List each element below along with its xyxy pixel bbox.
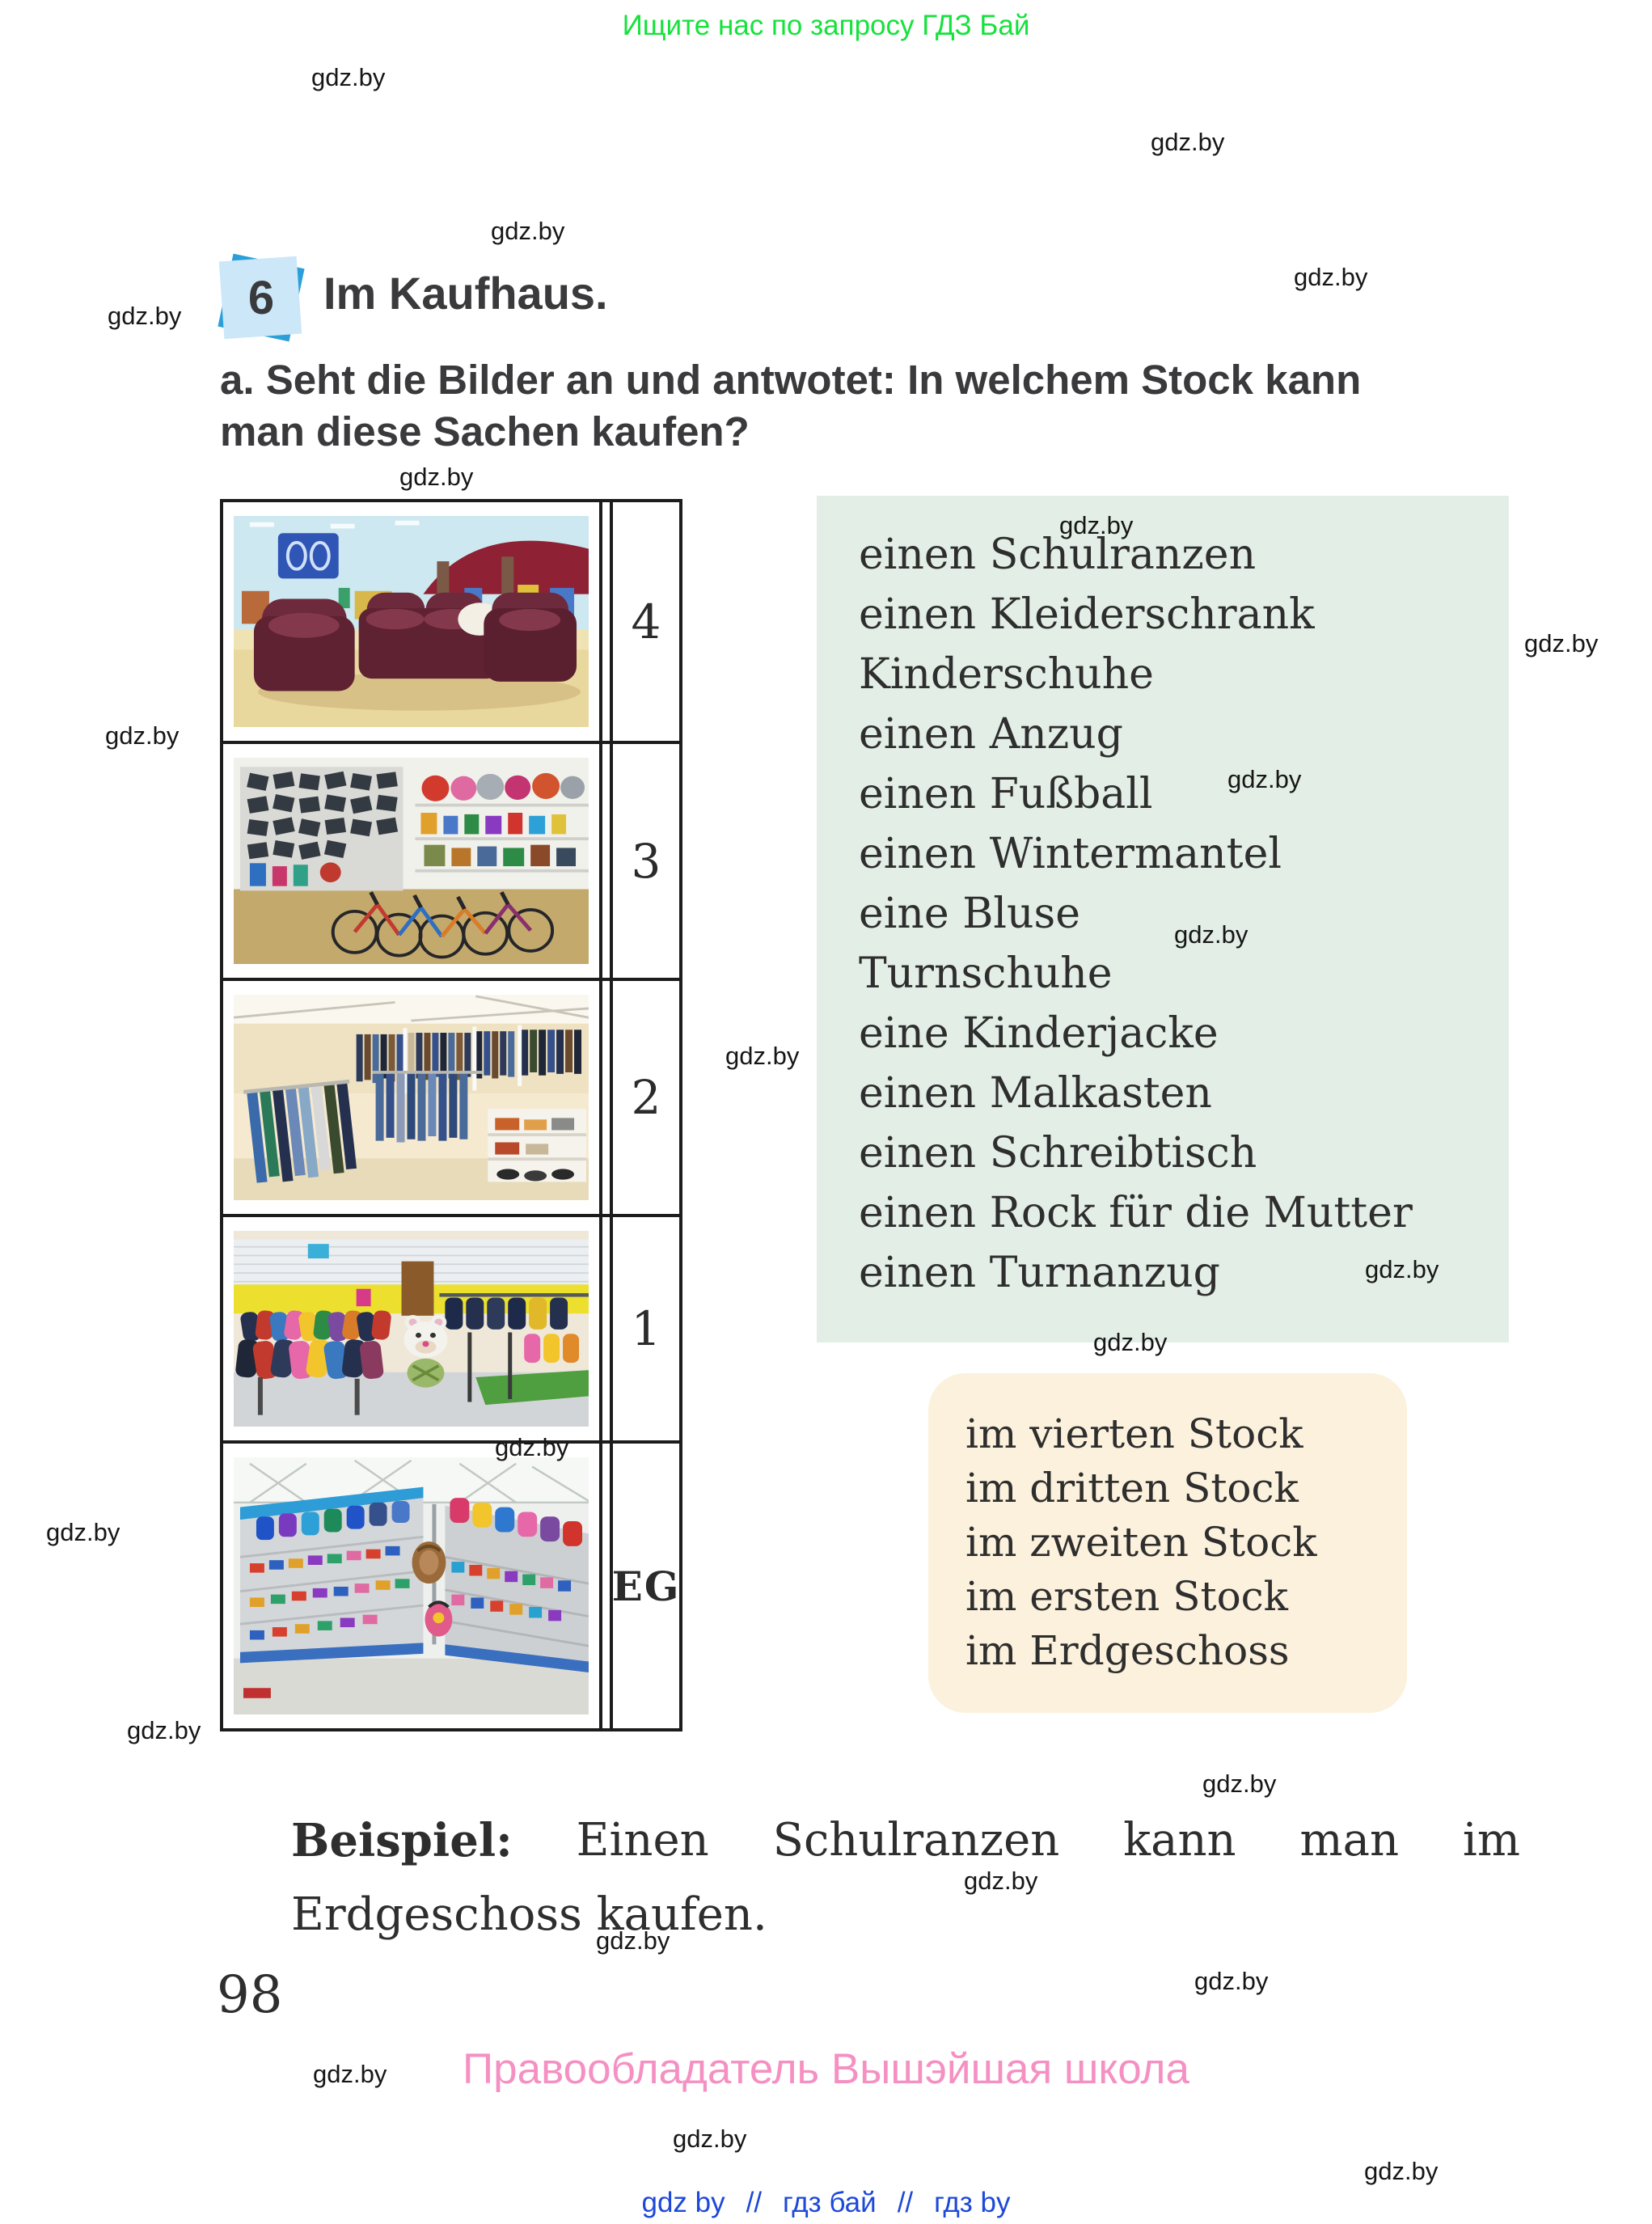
gdz-watermark: gdz.by	[46, 1518, 120, 1546]
gdz-watermark: gdz.by	[1093, 1328, 1168, 1356]
table-column-gap	[602, 978, 610, 1217]
floor-phrases-box: im vierten Stock im dritten Stock im zwe…	[928, 1373, 1407, 1713]
list-item: eine Bluse	[859, 890, 1080, 938]
top-banner: Ищите нас по запросу ГДЗ Бай	[622, 10, 1030, 41]
task-a-line2: man diese Sachen kaufen?	[220, 408, 750, 455]
exercise-title: Im Kaufhaus.	[323, 268, 608, 319]
exercise-number-badge: 6	[218, 253, 305, 342]
gdz-watermark: gdz.by	[1294, 263, 1368, 291]
gdz-watermark: gdz.by	[1364, 2157, 1439, 2185]
footer-link: gdz by	[641, 2187, 725, 2218]
list-item: eine Kinderjacke	[859, 1009, 1219, 1058]
floor-phrase: im vierten Stock	[965, 1410, 1303, 1457]
list-item: Kinderschuhe	[859, 650, 1154, 699]
footer-links: gdz by // гдз бай // гдз by	[641, 2187, 1010, 2219]
table-column-gap	[602, 741, 610, 981]
floor-phrase: im ersten Stock	[965, 1573, 1288, 1620]
floor-phrase: im dritten Stock	[965, 1465, 1299, 1512]
task-a-text: a. Seht die Bilder an und antwotet: In w…	[220, 354, 1562, 458]
footer-link-separator: //	[746, 2187, 763, 2218]
photo-children-clothing-department	[234, 1231, 589, 1427]
photo-cell-floor-eg	[220, 1440, 602, 1731]
items-list-box: einen Schulranzen einen Kleiderschrank K…	[817, 496, 1509, 1342]
floor-table: 4	[220, 499, 682, 1731]
photo-furniture-department	[234, 516, 589, 727]
gdz-watermark: gdz.by	[725, 1042, 800, 1070]
photo-cell-floor-3	[220, 741, 602, 981]
gdz-watermark: gdz.by	[491, 217, 565, 245]
page-number: 98	[217, 1965, 283, 2025]
floor-phrase: im zweiten Stock	[965, 1519, 1317, 1566]
list-item: einen Anzug	[859, 710, 1123, 759]
example-sentence: Beispiel: Einen Schulranzen kann man im …	[291, 1814, 1520, 1941]
copyright-text: Правообладатель Вышэйшая школа	[463, 2045, 1189, 2093]
table-column-gap	[602, 1440, 610, 1731]
photo-cell-floor-4	[220, 499, 602, 744]
floor-label-4: 4	[610, 499, 682, 744]
example-word: Schulranzen	[772, 1814, 1060, 1867]
example-label: Beispiel:	[291, 1814, 513, 1867]
list-item: einen Schreibtisch	[859, 1129, 1257, 1178]
example-line1: Beispiel: Einen Schulranzen kann man im	[291, 1814, 1520, 1867]
floor-label-eg: EG	[610, 1440, 682, 1731]
gdz-watermark: gdz.by	[1202, 1769, 1277, 1798]
table-row: 1	[220, 1214, 682, 1444]
gdz-watermark: gdz.by	[108, 302, 182, 330]
list-item: einen Rock für die Mutter	[859, 1189, 1413, 1237]
gdz-watermark: gdz.by	[1151, 128, 1225, 156]
table-row: 2	[220, 978, 682, 1217]
list-item: Turnschuhe	[859, 949, 1113, 998]
photo-sports-department	[234, 758, 589, 964]
list-item: einen Wintermantel	[859, 830, 1282, 878]
table-row: 3	[220, 741, 682, 981]
example-word: kann	[1123, 1814, 1236, 1867]
footer-link-separator: //	[897, 2187, 914, 2218]
floor-label-2: 2	[610, 978, 682, 1217]
gdz-watermark: gdz.by	[964, 1867, 1038, 1895]
floor-label-1: 1	[610, 1214, 682, 1444]
footer-link: гдз бай	[783, 2187, 877, 2218]
example-line2: Erdgeschoss kaufen.	[291, 1888, 767, 1941]
task-a-line1: a. Seht die Bilder an und antwotet: In w…	[220, 357, 1362, 403]
list-item: einen Malkasten	[859, 1069, 1212, 1118]
gdz-watermark: gdz.by	[495, 1433, 569, 1461]
list-item: einen Turnanzug	[859, 1249, 1220, 1297]
gdz-watermark: gdz.by	[596, 1926, 670, 1955]
photo-clothing-department	[234, 995, 589, 1200]
exercise-number: 6	[247, 271, 275, 324]
list-item: einen Fußball	[859, 770, 1153, 818]
photo-cell-floor-1	[220, 1214, 602, 1444]
gdz-watermark: gdz.by	[673, 2125, 747, 2153]
gdz-watermark: gdz.by	[311, 63, 386, 91]
floor-phrase: im Erdgeschoss	[965, 1627, 1290, 1674]
list-item: einen Kleiderschrank	[859, 590, 1315, 639]
footer-link: гдз by	[934, 2187, 1011, 2218]
gdz-watermark: gdz.by	[399, 463, 474, 491]
gdz-watermark: gdz.by	[105, 721, 180, 750]
gdz-watermark: gdz.by	[127, 1716, 201, 1744]
example-word: im	[1462, 1814, 1520, 1867]
table-column-gap	[602, 1214, 610, 1444]
example-word: man	[1299, 1814, 1400, 1867]
example-word: Einen	[576, 1814, 709, 1867]
photo-cell-floor-2	[220, 978, 602, 1217]
gdz-watermark: gdz.by	[1059, 511, 1134, 539]
table-row: 4	[220, 499, 682, 744]
table-row: EG	[220, 1440, 682, 1731]
photo-school-supplies-department	[234, 1457, 589, 1715]
gdz-watermark: gdz.by	[313, 2060, 387, 2088]
floor-label-3: 3	[610, 741, 682, 981]
list-item: einen Schulranzen	[859, 531, 1257, 579]
gdz-watermark: gdz.by	[1524, 629, 1599, 657]
gdz-watermark: gdz.by	[1227, 765, 1302, 793]
gdz-watermark: gdz.by	[1174, 920, 1249, 949]
gdz-watermark: gdz.by	[1365, 1255, 1439, 1283]
table-column-gap	[602, 499, 610, 744]
gdz-watermark: gdz.by	[1194, 1967, 1269, 1995]
